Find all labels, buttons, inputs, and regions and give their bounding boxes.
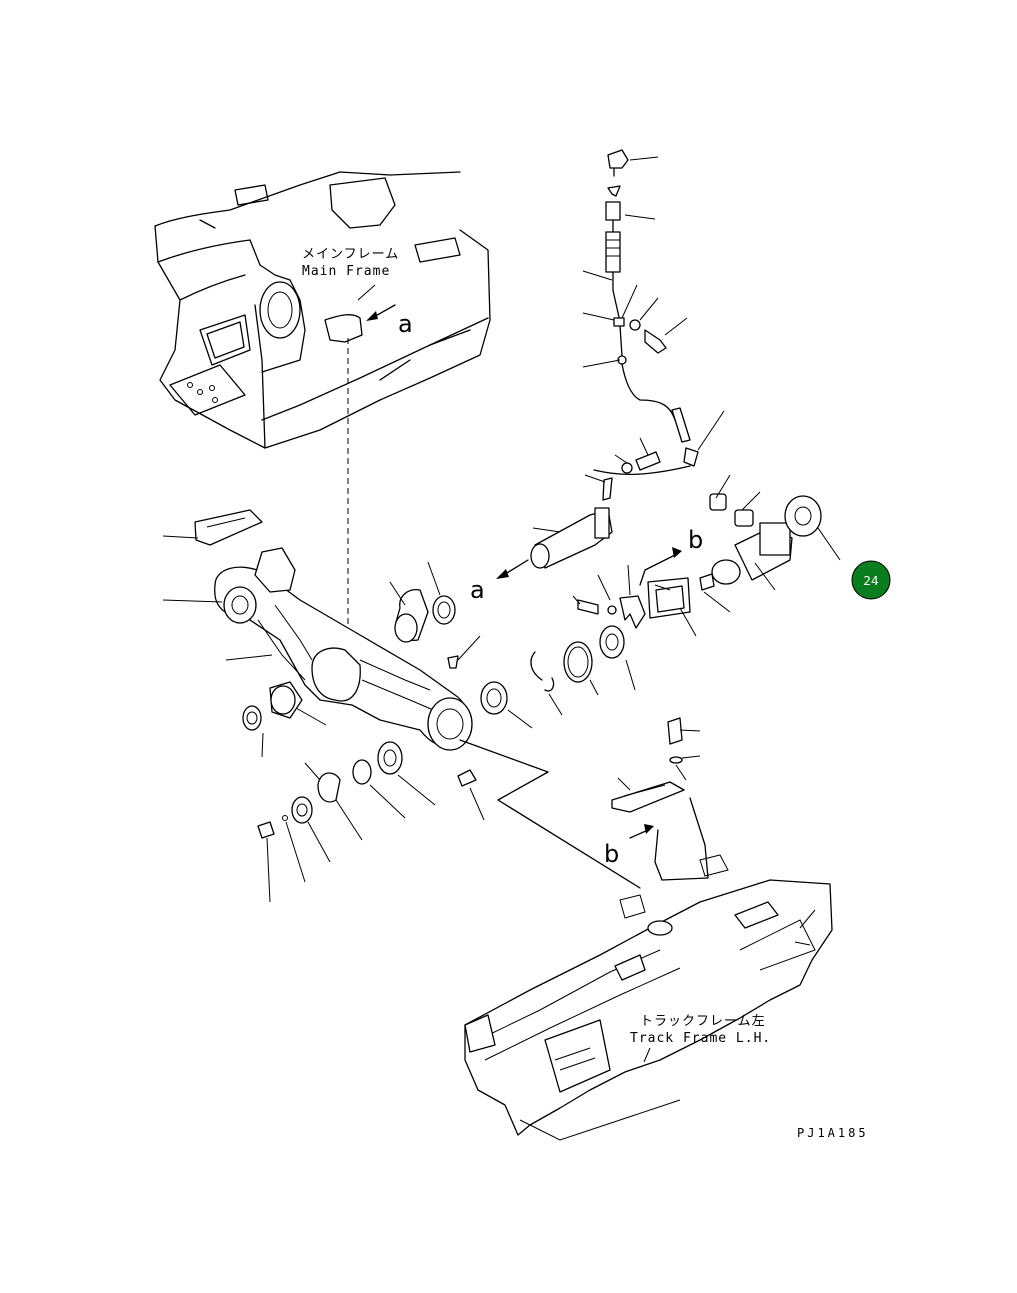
track-frame-drawing bbox=[464, 854, 833, 1141]
ref-b-bottom-letter: b bbox=[604, 840, 619, 868]
track-cover-parts bbox=[611, 717, 709, 881]
main-frame-drawing bbox=[154, 171, 491, 449]
reference-arrow-b-bottom bbox=[629, 824, 654, 839]
equalizer-arm bbox=[194, 509, 473, 751]
track-frame-leader bbox=[643, 1047, 651, 1063]
main-frame-jp-label: メインフレーム bbox=[302, 247, 399, 262]
sensor-assembly bbox=[593, 149, 699, 501]
ref-a-top-letter: a bbox=[398, 310, 413, 338]
reference-arrow-a-top bbox=[366, 304, 396, 321]
pivot-pin bbox=[530, 507, 613, 569]
reference-arrow-a-center bbox=[496, 559, 529, 579]
connector-line bbox=[459, 739, 641, 889]
drawing-code: PJ1A185 bbox=[797, 1126, 869, 1140]
bushing-set bbox=[389, 561, 456, 643]
main-frame-leader bbox=[357, 284, 376, 301]
page-number-text: 24 bbox=[863, 574, 878, 588]
track-frame-en-label: Track Frame L.H. bbox=[630, 1031, 771, 1046]
ref-a-center-letter: a bbox=[470, 576, 485, 604]
main-frame-en-label: Main Frame bbox=[302, 264, 390, 279]
sensor-leaders bbox=[582, 156, 725, 483]
track-frame-side-leader-2 bbox=[794, 941, 811, 946]
reference-arrow-b-top bbox=[639, 547, 682, 586]
bracket-group bbox=[572, 474, 841, 637]
arm-bushings bbox=[242, 681, 485, 903]
ref-b-top-letter: b bbox=[688, 526, 703, 554]
track-frame-jp-label: トラックフレーム左 bbox=[640, 1014, 766, 1029]
equalizer-leaders bbox=[162, 535, 273, 661]
grease-fitting bbox=[447, 635, 481, 669]
track-frame-side-leader-1 bbox=[799, 909, 816, 929]
page-number-badge[interactable]: 24 bbox=[851, 560, 891, 600]
retainer-parts bbox=[480, 625, 636, 729]
